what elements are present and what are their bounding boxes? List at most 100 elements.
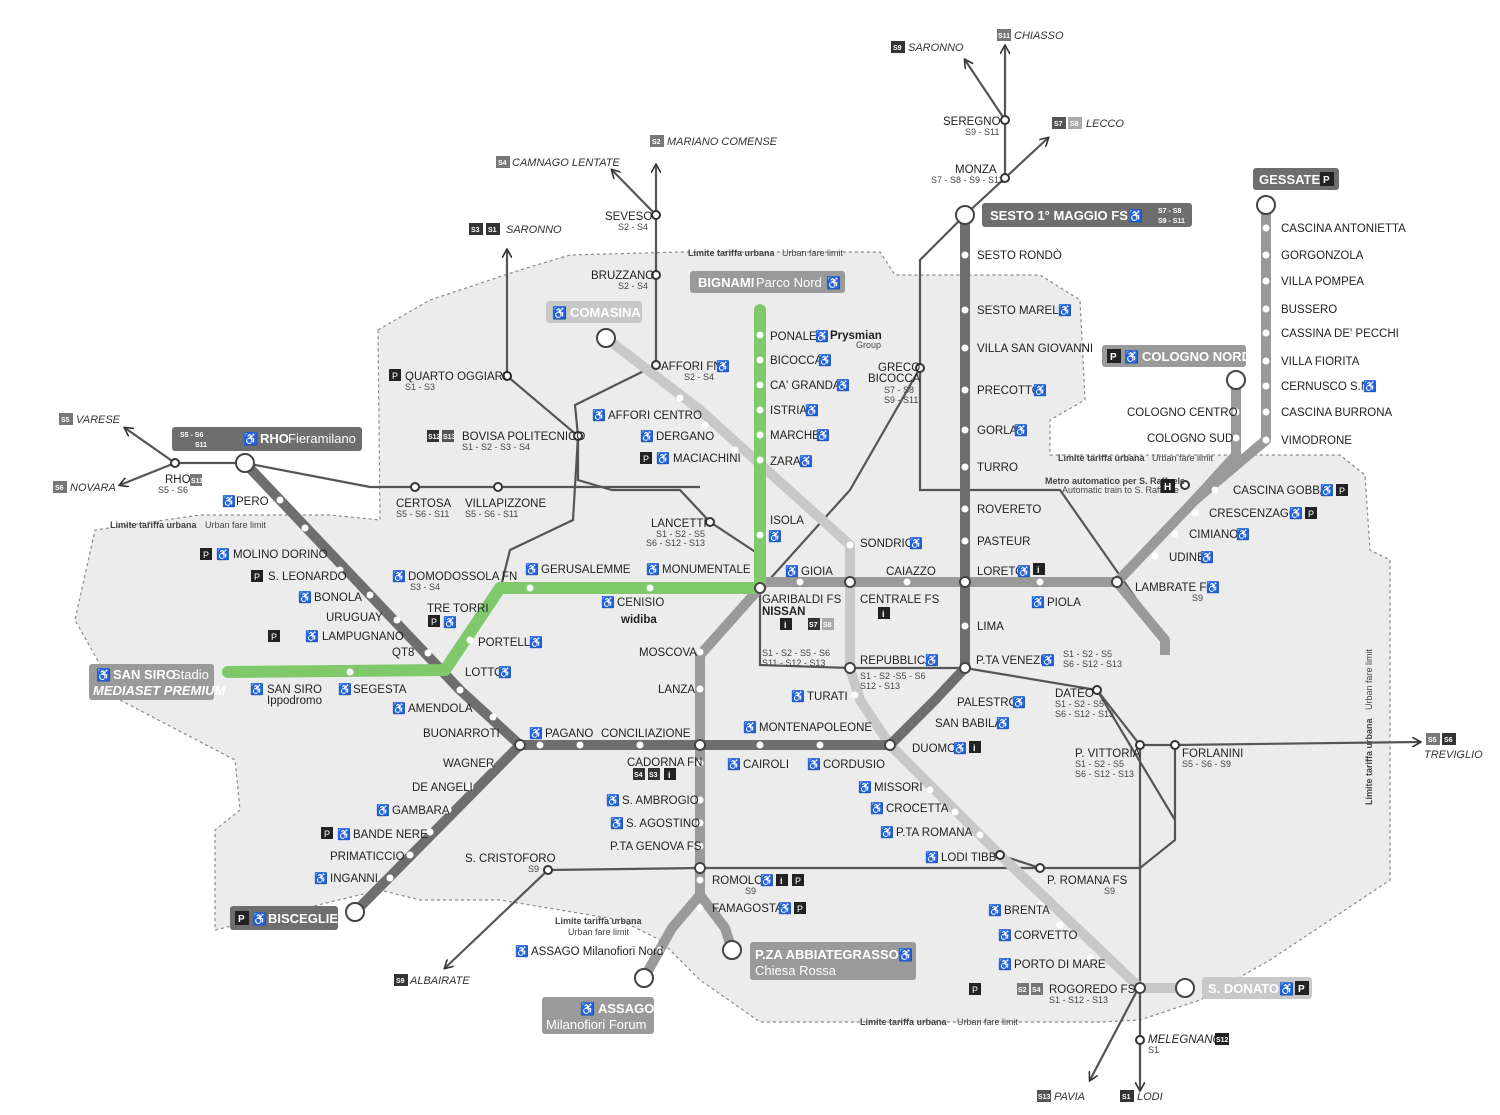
svg-text:SAN SIRO: SAN SIRO xyxy=(113,667,176,682)
station-gorgonzola: GORGONZOLA xyxy=(1281,250,1364,262)
service-icons: ♿ P ♿ P ♿ P ♿ ♿ P ♿ ♿ ♿ ♿ ♿ ♿ ♿ ♿ P ♿ ♿ … xyxy=(190,304,1377,995)
svg-text:S6 - S12 - S13: S6 - S12 - S13 xyxy=(646,538,705,548)
station-monumentale: MONUMENTALE xyxy=(662,564,751,576)
wheelchair-icon: ♿ xyxy=(606,794,620,807)
wheelchair-icon: ♿ xyxy=(998,958,1012,971)
svg-text:S7 - S8 - S9 - S11: S7 - S8 - S9 - S11 xyxy=(931,175,1003,185)
station-lampugnano: LAMPUGNANO xyxy=(322,631,404,643)
svg-text:VARESE: VARESE xyxy=(76,414,121,426)
wheelchair-icon: ♿ xyxy=(1363,380,1377,393)
wheelchair-icon: ♿ xyxy=(1058,304,1072,317)
station-moscova: MOSCOVA xyxy=(639,647,697,659)
station-cascina-gobba: CASCINA GOBBA xyxy=(1233,485,1328,497)
station-inganni: INGANNI xyxy=(330,873,378,885)
wheelchair-icon: ♿ xyxy=(96,668,111,682)
terminal-comasina[interactable]: ♿ COMASINA xyxy=(546,301,642,323)
terminal-s-donato[interactable]: S. DONATO ♿ P xyxy=(1202,977,1312,999)
svg-text:S1 - S3: S1 - S3 xyxy=(405,382,435,392)
wheelchair-icon: ♿ xyxy=(1033,384,1047,397)
station-caiazzo: CAIAZZO xyxy=(886,566,936,578)
station-certosa: CERTOSA xyxy=(396,498,452,510)
terminal-cologno-nord[interactable]: P COLOGNO NORD ♿ xyxy=(1102,345,1251,367)
terminal-bisceglie[interactable]: P ♿ BISCEGLIE xyxy=(230,906,338,930)
station-pta-genova: P.TA GENOVA FS xyxy=(610,841,702,853)
wheelchair-icon: ♿ xyxy=(1014,424,1028,437)
station-gorla: GORLA xyxy=(977,425,1018,437)
h-icon xyxy=(1161,479,1175,493)
wheelchair-icon: ♿ xyxy=(898,948,913,962)
svg-text:S9 - S11: S9 - S11 xyxy=(965,127,999,137)
svg-text:Chiesa Rossa: Chiesa Rossa xyxy=(755,963,837,978)
station-greco: GRECO xyxy=(878,362,920,374)
parking-icon xyxy=(969,983,981,995)
terminal-rho[interactable]: S5 - S6 S11 RHO Fieramilano ♿ xyxy=(172,427,362,451)
terminal-abbiategrasso[interactable]: P.ZA ABBIATEGRASSO Chiesa Rossa ♿ xyxy=(750,942,916,980)
station-domodossola: DOMODOSSOLA FN xyxy=(408,571,517,583)
station-pta-romana: P.TA ROMANA xyxy=(896,827,973,839)
wheelchair-icon: ♿ xyxy=(646,563,660,576)
station-ca-granda: CA' GRANDA xyxy=(770,380,841,392)
info-icon xyxy=(969,741,981,753)
terminal-sesto[interactable]: SESTO 1° MAGGIO FS S7 - S8 S9 - S11 ♿ xyxy=(982,203,1192,227)
line-m1 xyxy=(240,210,970,750)
station-crescenzago: CRESCENZAGO xyxy=(1209,508,1298,520)
svg-text:LECCO: LECCO xyxy=(1086,118,1124,130)
svg-text:SARONNO: SARONNO xyxy=(908,42,964,54)
wheelchair-icon: ♿ xyxy=(1279,982,1294,996)
destination-novara: S6 NOVARA xyxy=(53,481,116,494)
svg-text:Urban fare limit: Urban fare limit xyxy=(1152,453,1214,463)
wheelchair-icon: ♿ xyxy=(376,804,390,817)
svg-text:S6: S6 xyxy=(1444,737,1453,744)
station-segesta: SEGESTA xyxy=(353,684,407,696)
svg-text:S1 - S2 -S5 - S6: S1 - S2 -S5 - S6 xyxy=(860,671,926,681)
svg-text:S4: S4 xyxy=(498,160,507,167)
station-lanza: LANZA xyxy=(658,684,695,696)
station-piola: PIOLA xyxy=(1047,597,1081,609)
wheelchair-icon: ♿ xyxy=(858,781,872,794)
station-buonarroti: BUONARROTI xyxy=(423,728,500,740)
rail-nodes xyxy=(170,115,1190,1045)
station-porto-di-mare: PORTO DI MARE xyxy=(1014,959,1106,971)
terminal-bignami[interactable]: BIGNAMI Parco Nord ♿ xyxy=(690,271,845,293)
svg-text:COMASINA: COMASINA xyxy=(570,305,641,320)
svg-text:S1: S1 xyxy=(1148,1045,1159,1055)
svg-text:SARONNO: SARONNO xyxy=(506,224,562,236)
svg-text:S3: S3 xyxy=(649,772,658,779)
svg-text:P: P xyxy=(254,572,260,582)
terminal-assago[interactable]: ♿ ASSAGO Milanofiori Forum xyxy=(542,997,654,1034)
station-portello: PORTELLO xyxy=(478,637,539,649)
wheelchair-icon: ♿ xyxy=(216,548,230,561)
station-cassina-de-pecchi: CASSINA DE' PECCHI xyxy=(1281,328,1399,340)
svg-text:S1: S1 xyxy=(488,227,497,234)
svg-text:Urban fare limit: Urban fare limit xyxy=(205,520,267,530)
svg-text:S11: S11 xyxy=(191,478,203,485)
svg-text:P: P xyxy=(392,371,398,381)
fare-limit-label-sw: Limite tariffa urbana Urban fare limit xyxy=(555,916,643,937)
svg-text:S9: S9 xyxy=(1104,886,1115,896)
wheelchair-icon: ♿ xyxy=(778,902,792,915)
station-wagner: WAGNER xyxy=(443,758,494,770)
station-cascina-antonietta: CASCINA ANTONIETTA xyxy=(1281,223,1406,235)
station-san-siro-ippodromo: SAN SIRO xyxy=(267,684,322,696)
svg-text:Group: Group xyxy=(856,340,881,350)
destination-saronno-west: S3 S1 SARONNO xyxy=(469,223,562,236)
terminal-gessate[interactable]: GESSATE P xyxy=(1253,168,1339,190)
wheelchair-icon: ♿ xyxy=(601,596,615,609)
station-bruzzano: BRUZZANO xyxy=(591,270,654,282)
svg-text:S1 - S2 - S5: S1 - S2 - S5 xyxy=(1075,759,1124,769)
svg-text:Metro automatico per S. Raffae: Metro automatico per S. Raffaele xyxy=(1045,476,1185,486)
station-villa-fiorita: VILLA FIORITA xyxy=(1281,356,1360,368)
station-seregno: SEREGNO xyxy=(943,116,1001,128)
wheelchair-icon: ♿ xyxy=(338,683,352,696)
station-corvetto: CORVETTO xyxy=(1014,930,1078,942)
terminal-san-siro[interactable]: ♿ SAN SIRO Stadio MEDIASET PREMIUM xyxy=(89,664,226,700)
svg-text:i: i xyxy=(882,609,885,619)
svg-text:S2 - S4: S2 - S4 xyxy=(618,222,648,232)
wheelchair-icon: ♿ xyxy=(1289,507,1303,520)
svg-text:P: P xyxy=(1339,486,1345,496)
svg-text:S1 - S2 - S5: S1 - S2 - S5 xyxy=(1055,699,1104,709)
svg-text:S. DONATO: S. DONATO xyxy=(1208,981,1279,996)
svg-text:i: i xyxy=(973,743,976,753)
svg-text:S5 - S6: S5 - S6 xyxy=(158,485,188,495)
parking-icon xyxy=(251,570,263,582)
